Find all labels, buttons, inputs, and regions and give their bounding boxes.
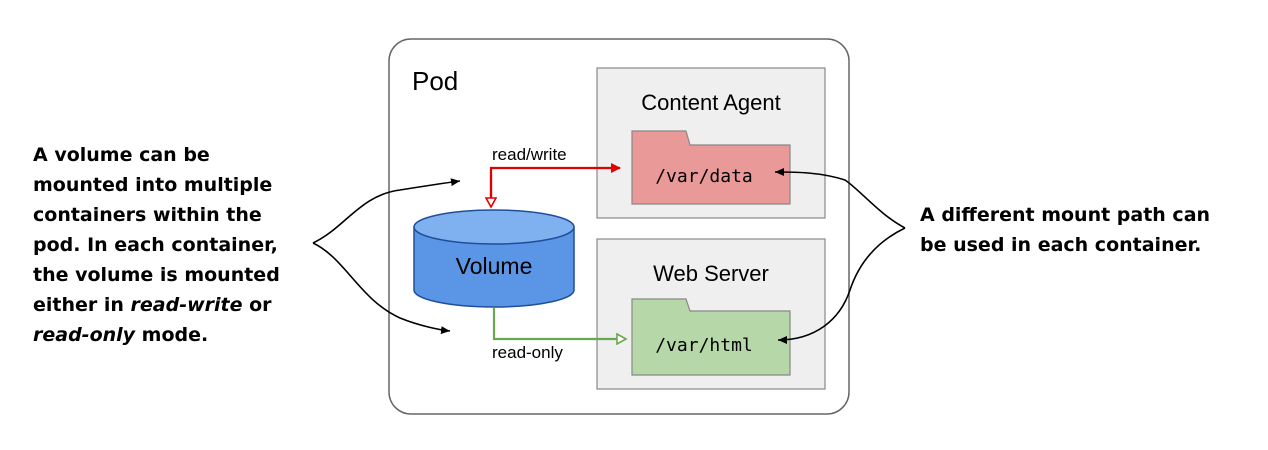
annotation-line: mounted into multiple <box>33 174 273 196</box>
folder-icon <box>631 298 791 376</box>
annotation-line: be used in each container. <box>920 234 1202 256</box>
read-write-connector: read/write <box>491 145 621 207</box>
annotation-line: the volume is mounted <box>33 264 280 286</box>
mount-path: /var/html <box>655 335 753 356</box>
container-content-agent: Content Agent /var/data <box>596 67 826 219</box>
annotation-line: pod. In each container, <box>33 234 278 256</box>
left-callout-arrows <box>312 178 461 335</box>
right-callout-arrows <box>774 168 906 344</box>
read-only-connector: read-only <box>492 308 626 362</box>
container-title: Web Server <box>653 261 769 286</box>
annotation-emphasis: read-only <box>33 324 136 346</box>
volume-label: Volume <box>456 253 533 279</box>
annotation-line: containers within the <box>33 204 262 226</box>
mount-path: /var/data <box>655 166 753 187</box>
access-label: read-only <box>492 343 563 362</box>
annotation-line: A volume can be <box>33 144 210 166</box>
volume-cylinder: Volume <box>413 209 575 308</box>
annotation-line: read-only mode. <box>33 320 323 350</box>
folder-icon <box>631 130 791 205</box>
annotation-emphasis: read-write <box>130 294 243 316</box>
pod-label: Pod <box>412 66 458 96</box>
container-web-server: Web Server /var/html <box>596 238 826 390</box>
annotation-line: either in read-write or <box>33 290 323 320</box>
access-label: read/write <box>492 145 567 164</box>
annotation-line: A different mount path can <box>920 204 1211 226</box>
right-annotation: A different mount path can be used in ea… <box>920 200 1250 260</box>
annotation-text: mode. <box>135 324 209 346</box>
left-annotation: A volume can be mounted into multiple co… <box>33 140 323 350</box>
annotation-text: either in <box>33 294 131 316</box>
container-title: Content Agent <box>641 90 780 115</box>
annotation-text: or <box>242 294 272 316</box>
